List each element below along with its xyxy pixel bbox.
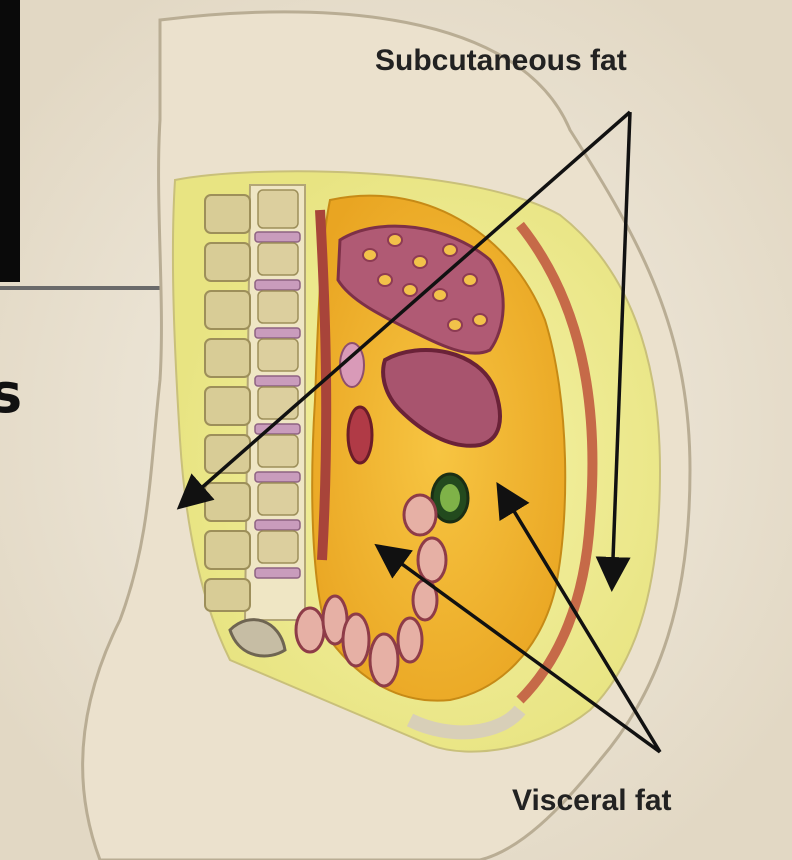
renal-vessel <box>348 407 372 463</box>
visceral-fat-label: Visceral fat <box>512 784 672 817</box>
subcutaneous-fat-label: Subcutaneous fat <box>375 44 627 77</box>
slide-fragment-text: s <box>0 362 22 425</box>
slide-fragment-black-bar <box>0 0 20 282</box>
spine <box>205 185 305 620</box>
